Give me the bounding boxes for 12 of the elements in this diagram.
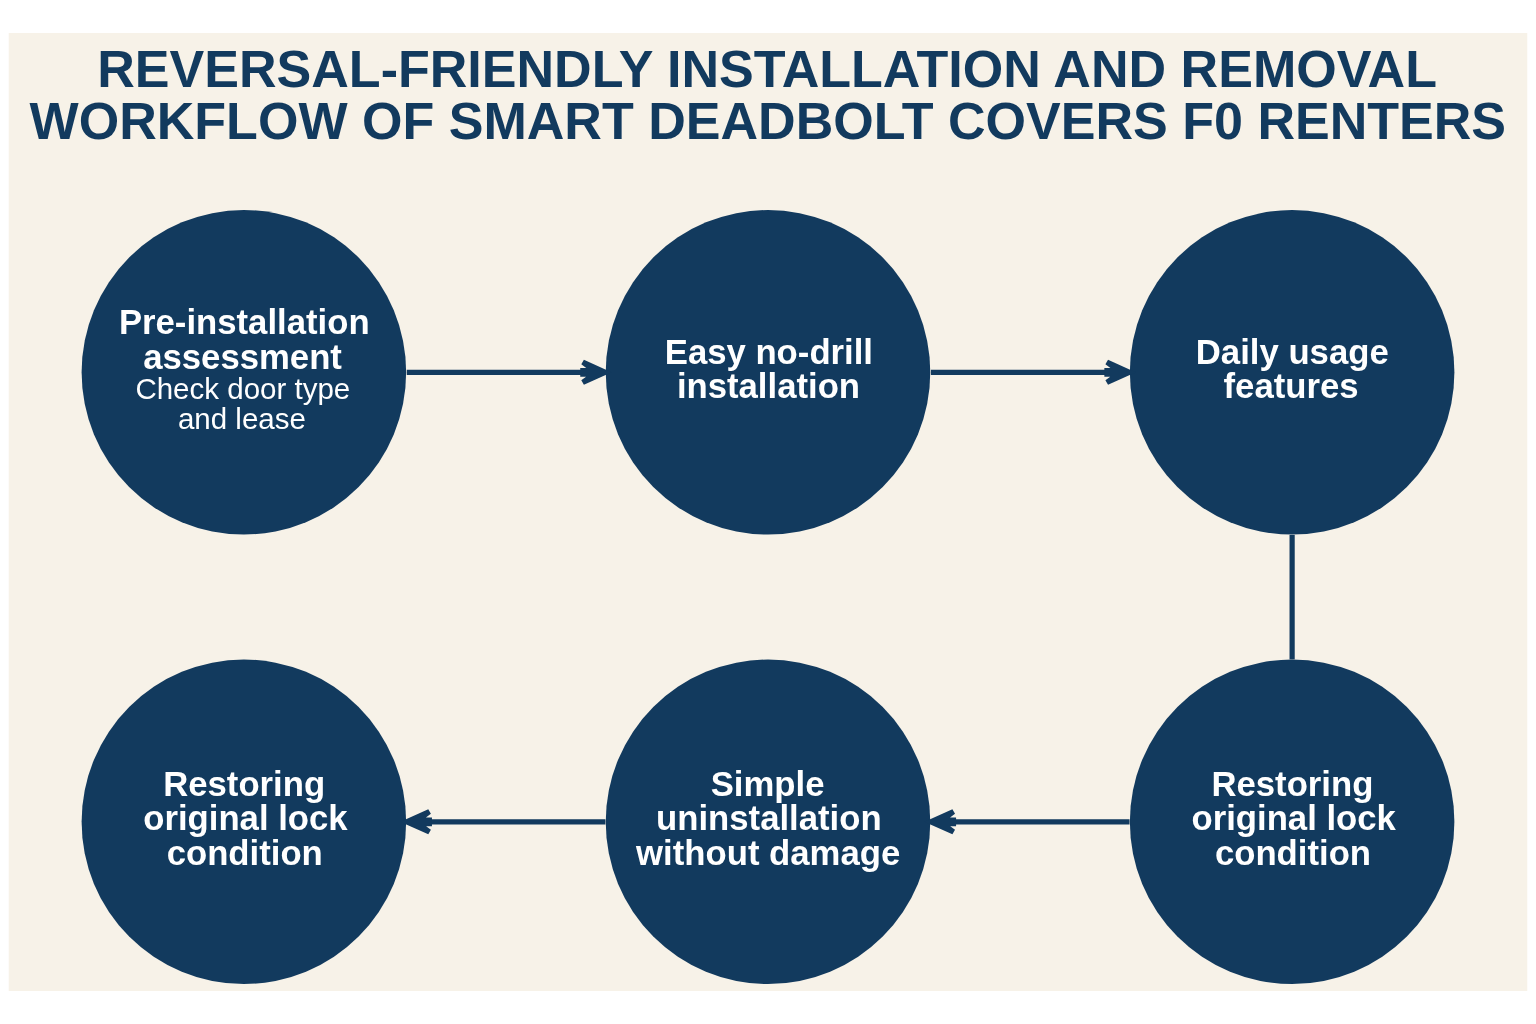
node-circle: Simple uninstallation without damage [605,659,931,985]
arrow [930,359,1133,386]
node-circle: Restoring original lock condition [81,659,407,985]
node-circle: Easy no-drill installation [605,210,931,535]
arrow [404,809,606,835]
diagram-title: REVERSAL-FRIENDLY INSTALLATION AND REMOVAL WORKFLOW OF SMART DEADBOLT COVERS F0 RENTERS [29,39,1507,150]
connector [1289,534,1295,660]
arrow [928,809,1130,835]
node-circle: Restoring original lock condition [1129,659,1455,985]
node-circle: Pre-installation assessment Check door type and lease [81,210,407,535]
node-circle: Daily usage features [1129,210,1455,535]
arrow [406,359,608,386]
